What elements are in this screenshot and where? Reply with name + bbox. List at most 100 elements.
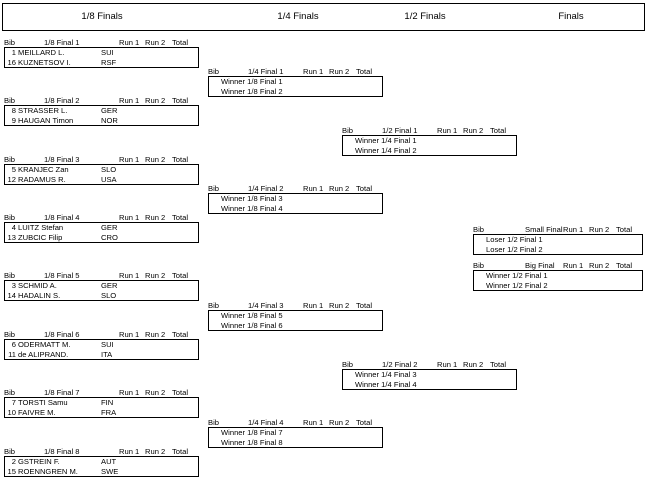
run2-label: Run 2 bbox=[145, 38, 166, 47]
match-title: 1/8 Final 3 bbox=[44, 155, 80, 164]
match-title: 1/8 Final 5 bbox=[44, 271, 80, 280]
run1-label: Run 1 bbox=[437, 126, 458, 135]
run2-label: Run 2 bbox=[145, 155, 166, 164]
competitor-row: Winner 1/8 Final 2 bbox=[209, 87, 382, 97]
nation-code: ITA bbox=[101, 350, 113, 359]
nation-code: GER bbox=[101, 223, 118, 232]
run1-label: Run 1 bbox=[119, 96, 140, 105]
athlete-name: HAUGAN Timon bbox=[18, 116, 74, 125]
slot-label: Winner 1/4 Final 1 bbox=[355, 136, 417, 145]
total-label: Total bbox=[172, 447, 189, 456]
run1-label: Run 1 bbox=[119, 330, 140, 339]
slot-label: Winner 1/8 Final 5 bbox=[221, 311, 283, 320]
match-title: 1/8 Final 4 bbox=[44, 213, 80, 222]
athlete-name: STRASSER L. bbox=[18, 106, 68, 115]
match-title: 1/4 Final 3 bbox=[248, 301, 284, 310]
match-title: 1/4 Final 4 bbox=[248, 418, 284, 427]
total-label: Total bbox=[172, 388, 189, 397]
competitor-row: Loser 1/2 Final 2 bbox=[474, 245, 642, 255]
competitor-row: Winner 1/8 Final 8 bbox=[209, 438, 382, 448]
slot-label: Winner 1/4 Final 2 bbox=[355, 146, 417, 155]
run2-label: Run 2 bbox=[145, 388, 166, 397]
competitor-row: Winner 1/4 Final 2 bbox=[343, 146, 516, 156]
slot-label: Winner 1/8 Final 4 bbox=[221, 204, 283, 213]
nation-code: USA bbox=[101, 175, 117, 184]
competitor-row: Winner 1/4 Final 4 bbox=[343, 380, 516, 390]
slot-label: Winner 1/2 Final 1 bbox=[486, 271, 548, 280]
competitor-row: Winner 1/2 Final 1 bbox=[474, 271, 642, 281]
competitor-row: Winner 1/4 Final 1 bbox=[343, 136, 516, 146]
match-title: 1/8 Final 7 bbox=[44, 388, 80, 397]
run2-label: Run 2 bbox=[589, 225, 610, 234]
bib-number: 14 bbox=[7, 291, 16, 300]
athlete-name: LUITZ Stefan bbox=[18, 223, 64, 232]
bib-label: Bib bbox=[4, 330, 15, 339]
nation-code: GER bbox=[101, 106, 118, 115]
bracket-header: 1/8 Finals 1/4 Finals 1/2 Finals Finals bbox=[2, 3, 645, 31]
total-label: Total bbox=[172, 271, 189, 280]
nation-code: FIN bbox=[101, 398, 114, 407]
run1-label: Run 1 bbox=[563, 261, 584, 270]
run2-label: Run 2 bbox=[463, 126, 484, 135]
total-label: Total bbox=[356, 67, 373, 76]
match-title: Small Final bbox=[525, 225, 563, 234]
competitor-row: Winner 1/8 Final 7 bbox=[209, 428, 382, 438]
header-finals: Finals bbox=[558, 11, 584, 22]
bib-number: 9 bbox=[11, 116, 16, 125]
run1-label: Run 1 bbox=[303, 184, 324, 193]
nation-code: AUT bbox=[101, 457, 117, 466]
run1-label: Run 1 bbox=[119, 213, 140, 222]
run2-label: Run 2 bbox=[589, 261, 610, 270]
run2-label: Run 2 bbox=[329, 67, 350, 76]
athlete-name: KUZNETSOV I. bbox=[18, 58, 71, 67]
bib-label: Bib bbox=[208, 184, 219, 193]
bib-number: 13 bbox=[7, 233, 16, 242]
total-label: Total bbox=[356, 184, 373, 193]
slot-label: Winner 1/8 Final 7 bbox=[221, 428, 283, 437]
match-title: Big Final bbox=[525, 261, 555, 270]
match-title: 1/2 Final 1 bbox=[382, 126, 418, 135]
athlete-name: FAIVRE M. bbox=[18, 408, 56, 417]
bib-number: 2 bbox=[11, 457, 16, 466]
bib-label: Bib bbox=[4, 388, 15, 397]
run2-label: Run 2 bbox=[145, 213, 166, 222]
slot-label: Winner 1/8 Final 1 bbox=[221, 77, 283, 86]
bib-label: Bib bbox=[4, 38, 15, 47]
athlete-name: RADAMUS R. bbox=[18, 175, 66, 184]
total-label: Total bbox=[490, 126, 507, 135]
athlete-name: MEILLARD L. bbox=[18, 48, 65, 57]
run1-label: Run 1 bbox=[119, 38, 140, 47]
nation-code: SWE bbox=[101, 467, 119, 476]
run2-label: Run 2 bbox=[329, 301, 350, 310]
bib-label: Bib bbox=[342, 360, 353, 369]
